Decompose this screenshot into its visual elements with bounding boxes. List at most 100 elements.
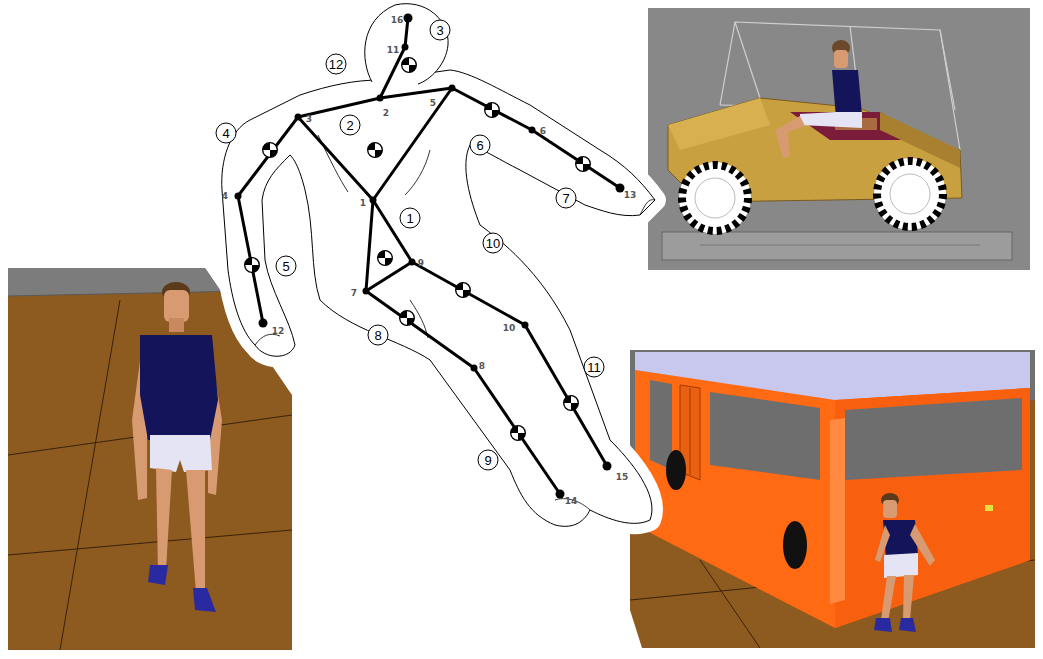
joint-number: 16	[391, 15, 404, 25]
joint-number: 14	[565, 496, 578, 506]
bus-render-part	[845, 398, 1022, 480]
skeleton-link-part	[412, 262, 525, 325]
joint-dot-part	[295, 114, 302, 121]
mass-marker-part	[378, 251, 393, 266]
pedestrian-render-part	[8, 530, 292, 555]
joint-number: 6	[540, 126, 546, 136]
body-outline-part	[222, 70, 655, 526]
joint-dot-part	[616, 184, 625, 193]
jeep-render-part	[648, 8, 1030, 270]
bus-render-part	[985, 505, 993, 511]
mass-marker-part	[400, 311, 415, 326]
skeleton-link-part	[366, 262, 412, 291]
bus-render-part	[690, 388, 691, 475]
joint-dot-part	[235, 193, 242, 200]
mass-marker-part	[263, 143, 278, 158]
jeep-render-part	[775, 116, 805, 158]
jeep-render-part	[874, 158, 946, 230]
jeep-render-part	[662, 232, 1012, 260]
mass-marker-part	[485, 103, 500, 118]
bus-render-part	[630, 350, 1035, 648]
jeep-render-part	[834, 50, 848, 68]
jeep-render-part	[735, 22, 760, 98]
jeep-render-part	[832, 70, 862, 118]
joint-dot-part	[370, 197, 377, 204]
pedestrian-render-part	[186, 470, 205, 592]
joint-number: 3	[306, 114, 312, 124]
bus-render-part	[899, 618, 916, 632]
jeep-render-part	[877, 161, 943, 227]
joint-dot-part	[402, 44, 409, 51]
joint-dot-part	[522, 322, 529, 329]
joint-number: 12	[272, 326, 285, 336]
joint-number: 1	[360, 198, 366, 208]
joint-dot-part	[556, 490, 565, 499]
joint-number: 9	[418, 258, 424, 268]
mass-marker-part	[511, 426, 526, 441]
segment-callout: 7	[556, 188, 577, 209]
bus-render-part	[835, 388, 1030, 628]
skeleton-link-part	[373, 88, 452, 200]
joint-number: 11	[387, 45, 400, 55]
joint-dot-part	[363, 288, 370, 295]
skeleton-link-part	[474, 368, 560, 494]
mass-marker-part	[456, 283, 471, 298]
skeleton-link-part	[238, 117, 298, 196]
jeep-render-part	[940, 30, 955, 110]
bus-render-part	[710, 392, 820, 480]
body-outline-part	[365, 4, 448, 84]
jeep-render-part	[890, 174, 930, 214]
mass-marker-part	[368, 143, 383, 158]
jeep-render-part	[668, 98, 770, 150]
jeep-render-part	[682, 165, 748, 231]
jeep-render-part	[695, 178, 735, 218]
pedestrian-render-part	[140, 335, 218, 440]
segment-callout: 2	[340, 115, 361, 136]
joint-number: 13	[624, 190, 637, 200]
joint-dot-part	[377, 95, 384, 102]
bus-render-part	[903, 575, 914, 620]
pedestrian-render-part	[169, 318, 184, 332]
body-outline-part	[405, 150, 430, 195]
bus-render-part	[881, 576, 896, 622]
joint-number: 15	[616, 472, 629, 482]
segment-callout: 5	[276, 256, 297, 277]
pedestrian-render-part	[150, 435, 212, 472]
mass-marker-part	[402, 58, 417, 73]
skeleton-link-part	[366, 200, 373, 291]
joint-dot-part	[449, 85, 456, 92]
segment-callout: 10	[483, 233, 504, 254]
joint-dot	[235, 14, 625, 499]
body-outline-part	[222, 70, 655, 526]
skeleton-link-part	[380, 88, 452, 98]
jeep-render-part	[679, 162, 751, 234]
mass-marker	[245, 58, 591, 441]
bus-render-part	[666, 450, 686, 490]
pedestrian-render-part	[164, 290, 189, 322]
skeleton-link-part	[238, 196, 263, 323]
body-outline-part	[640, 200, 655, 215]
pedestrian-render-part	[60, 300, 120, 650]
bus-render-part	[874, 618, 892, 632]
joint-number: 5	[430, 98, 436, 108]
skeleton-link-part	[452, 88, 532, 130]
bus-render-part	[883, 500, 897, 518]
mass-marker-part	[245, 258, 260, 273]
pedestrian-render-part	[156, 468, 172, 572]
skeleton-link-part	[298, 117, 373, 200]
mass-marker-part	[576, 157, 591, 172]
segment-callout: 12	[326, 54, 347, 75]
segment-callout: 8	[368, 325, 389, 346]
skeleton-link-part	[366, 291, 474, 368]
joint-number: 7	[351, 288, 357, 298]
joint-dot-part	[259, 319, 268, 328]
bus-render	[630, 350, 1035, 648]
jeep-render-part	[700, 245, 980, 246]
joint-number: 10	[503, 323, 516, 333]
joint-dot-part	[603, 462, 612, 471]
bus-render-part	[884, 553, 918, 578]
joint-dot-part	[409, 259, 416, 266]
joint-number: 8	[479, 361, 485, 371]
